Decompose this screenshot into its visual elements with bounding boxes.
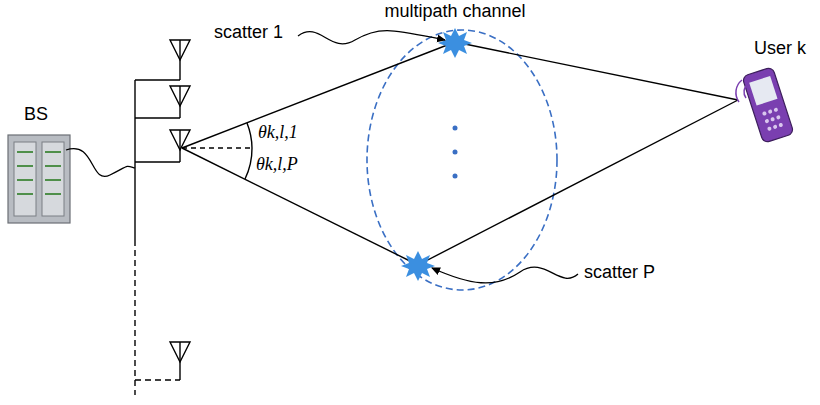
scatterer-label: scatter P xyxy=(584,262,655,284)
angle-label: θk,l,P xyxy=(256,154,298,176)
radio-waves xyxy=(736,80,748,102)
user-label: User k xyxy=(754,38,806,60)
channel-ellipse xyxy=(367,30,557,290)
callout-arrow xyxy=(298,31,445,44)
base-station xyxy=(8,135,135,223)
diagram-title: multipath channel xyxy=(384,1,525,23)
scatterer xyxy=(401,251,435,281)
ellipsis-dots xyxy=(453,126,458,179)
scatterer-label: scatter 1 xyxy=(214,22,283,44)
user-phone xyxy=(742,67,794,143)
station-label: BS xyxy=(24,104,48,126)
propagation-paths xyxy=(182,42,738,265)
callout-arrow xyxy=(432,267,578,283)
scatterer xyxy=(438,28,472,58)
antenna-array xyxy=(135,40,190,395)
angle-label: θk,l,1 xyxy=(258,122,298,144)
